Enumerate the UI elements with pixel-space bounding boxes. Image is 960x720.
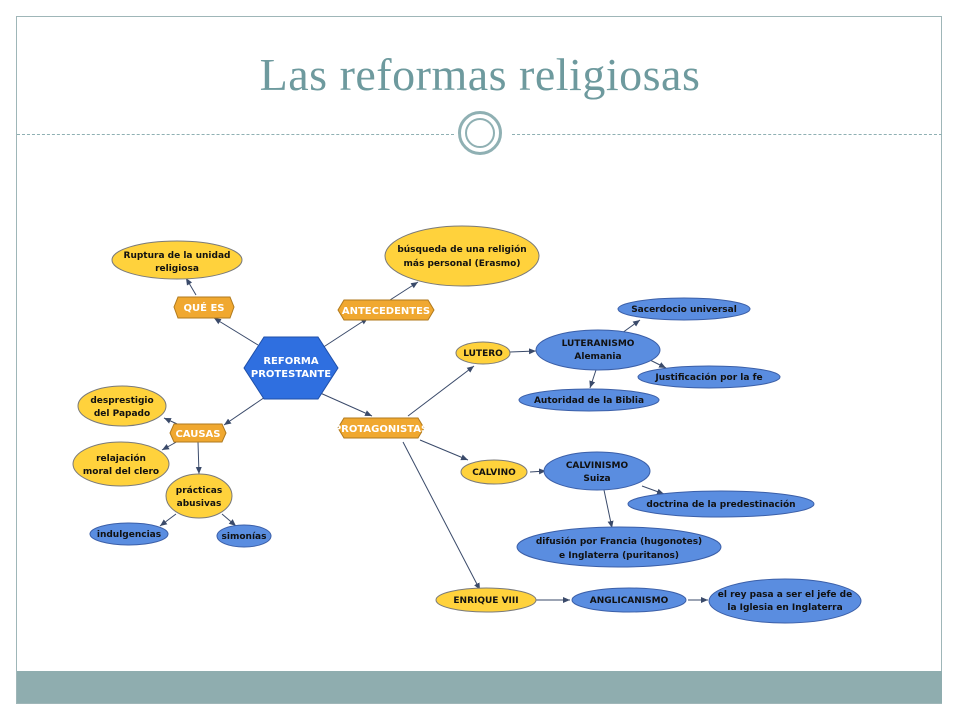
edge-calvinismo-doctrina: [641, 485, 665, 495]
edge-calvinismo-difusion: [603, 489, 614, 529]
node-calvinismo: CALVINISMO Suiza: [543, 451, 651, 491]
node-enrique-viii: ENRIQUE VIII: [435, 587, 537, 613]
busqueda-line-2: más personal (Erasmo): [404, 259, 521, 269]
node-rey: el rey pasa a ser el jefe de la Iglesia …: [708, 578, 862, 624]
edge-quees-ruptura: [185, 277, 197, 296]
edge-practicas-simonias: [221, 513, 237, 527]
desprestigio-line-1: desprestigio: [90, 396, 153, 406]
edge-practicas-indulgencias: [159, 513, 177, 527]
edge-causas-practicas: [195, 441, 202, 475]
node-desprestigio: desprestigio del Papado: [77, 385, 167, 427]
edge-center-antecedentes: [321, 317, 369, 349]
center-line-1: REFORMA: [263, 356, 319, 367]
ruptura-line-1: Ruptura de la unidad: [124, 251, 231, 261]
sacerdocio-label: Sacerdocio universal: [631, 305, 737, 315]
edge-center-causas: [223, 394, 269, 426]
difusion-line-2: e Inglaterra (puritanos): [559, 551, 679, 561]
node-sacerdocio: Sacerdocio universal: [617, 297, 751, 321]
edge-antecedentes-busqueda: [389, 281, 419, 301]
node-protagonistas: PROTAGONISTAS: [334, 417, 428, 439]
node-difusion: difusión por Francia (hugonotes) e Ingla…: [516, 526, 722, 568]
node-que-es: QUÉ ES: [173, 296, 235, 319]
node-simonias: simonías: [216, 524, 272, 548]
indulgencias-label: indulgencias: [97, 530, 161, 540]
node-luteranismo: LUTERANISMO Alemania: [535, 329, 661, 371]
slide-title: Las reformas religiosas: [259, 49, 701, 100]
node-reforma-protestante: REFORMA PROTESTANTE: [243, 336, 339, 400]
edge-protagonistas-calvino: [419, 439, 469, 461]
antecedentes-label: ANTECEDENTES: [342, 306, 430, 317]
ruptura-line-2: religiosa: [155, 264, 199, 274]
anglicanismo-label: ANGLICANISMO: [590, 596, 669, 606]
doctrina-label: doctrina de la predestinación: [646, 499, 795, 510]
practicas-line-2: abusivas: [177, 499, 222, 509]
justificacion-label: Justificación por la fe: [654, 372, 762, 383]
edge-luteranismo-justificacion: [649, 359, 667, 369]
node-busqueda: búsqueda de una religión más personal (E…: [384, 225, 540, 287]
relajacion-line-1: relajación: [96, 453, 146, 464]
edge-lutero-luteranismo: [509, 348, 537, 355]
node-indulgencias: indulgencias: [89, 522, 169, 546]
rey-line-2: la Iglesia en Inglaterra: [727, 603, 842, 613]
difusion-line-1: difusión por Francia (hugonotes): [536, 536, 702, 547]
footer-accent-bar: [17, 671, 942, 703]
node-lutero: LUTERO: [455, 341, 511, 365]
simonias-label: simonías: [222, 532, 267, 542]
edge-protagonistas-lutero: [407, 365, 475, 417]
node-antecedentes: ANTECEDENTES: [337, 299, 435, 321]
edge-center-quees: [213, 317, 259, 346]
title-divider-right: [512, 134, 942, 135]
calvinismo-line-2: Suiza: [583, 474, 610, 484]
luteranismo-line-2: Alemania: [574, 352, 621, 362]
edge-center-protagonistas: [317, 391, 373, 417]
relajacion-line-2: moral del clero: [83, 467, 159, 477]
lutero-label: LUTERO: [463, 349, 503, 359]
circle-ornament-icon: [458, 111, 502, 155]
node-autoridad: Autoridad de la Biblia: [518, 388, 660, 412]
enrique-label: ENRIQUE VIII: [453, 596, 518, 606]
edge-luteranismo-sacerdocio: [621, 319, 641, 334]
node-anglicanismo: ANGLICANISMO: [571, 587, 687, 613]
node-doctrina: doctrina de la predestinación: [627, 490, 815, 518]
title-divider-left: [17, 134, 454, 135]
node-causas: CAUSAS: [169, 423, 227, 443]
autoridad-label: Autoridad de la Biblia: [534, 396, 644, 406]
busqueda-line-1: búsqueda de una religión: [397, 244, 526, 255]
edge-luteranismo-autoridad: [589, 369, 597, 389]
node-practicas: prácticas abusivas: [165, 473, 233, 519]
protagonistas-label: PROTAGONISTAS: [334, 424, 428, 435]
desprestigio-line-2: del Papado: [94, 409, 150, 419]
rey-line-1: el rey pasa a ser el jefe de: [718, 590, 852, 600]
node-ruptura: Ruptura de la unidad religiosa: [111, 240, 243, 280]
calvinismo-line-1: CALVINISMO: [566, 461, 629, 471]
edge-protagonistas-enrique: [402, 441, 481, 591]
node-justificacion: Justificación por la fe: [637, 365, 781, 389]
luteranismo-line-1: LUTERANISMO: [562, 339, 635, 349]
causas-label: CAUSAS: [175, 429, 220, 440]
node-relajacion: relajación moral del clero: [72, 441, 170, 487]
edge-calvino-calvinismo: [529, 468, 547, 475]
edges: [159, 277, 708, 603]
calvino-label: CALVINO: [472, 468, 516, 478]
practicas-line-1: prácticas: [176, 486, 222, 496]
node-calvino: CALVINO: [460, 459, 528, 485]
center-line-2: PROTESTANTE: [251, 369, 331, 380]
que-es-label: QUÉ ES: [184, 301, 225, 314]
